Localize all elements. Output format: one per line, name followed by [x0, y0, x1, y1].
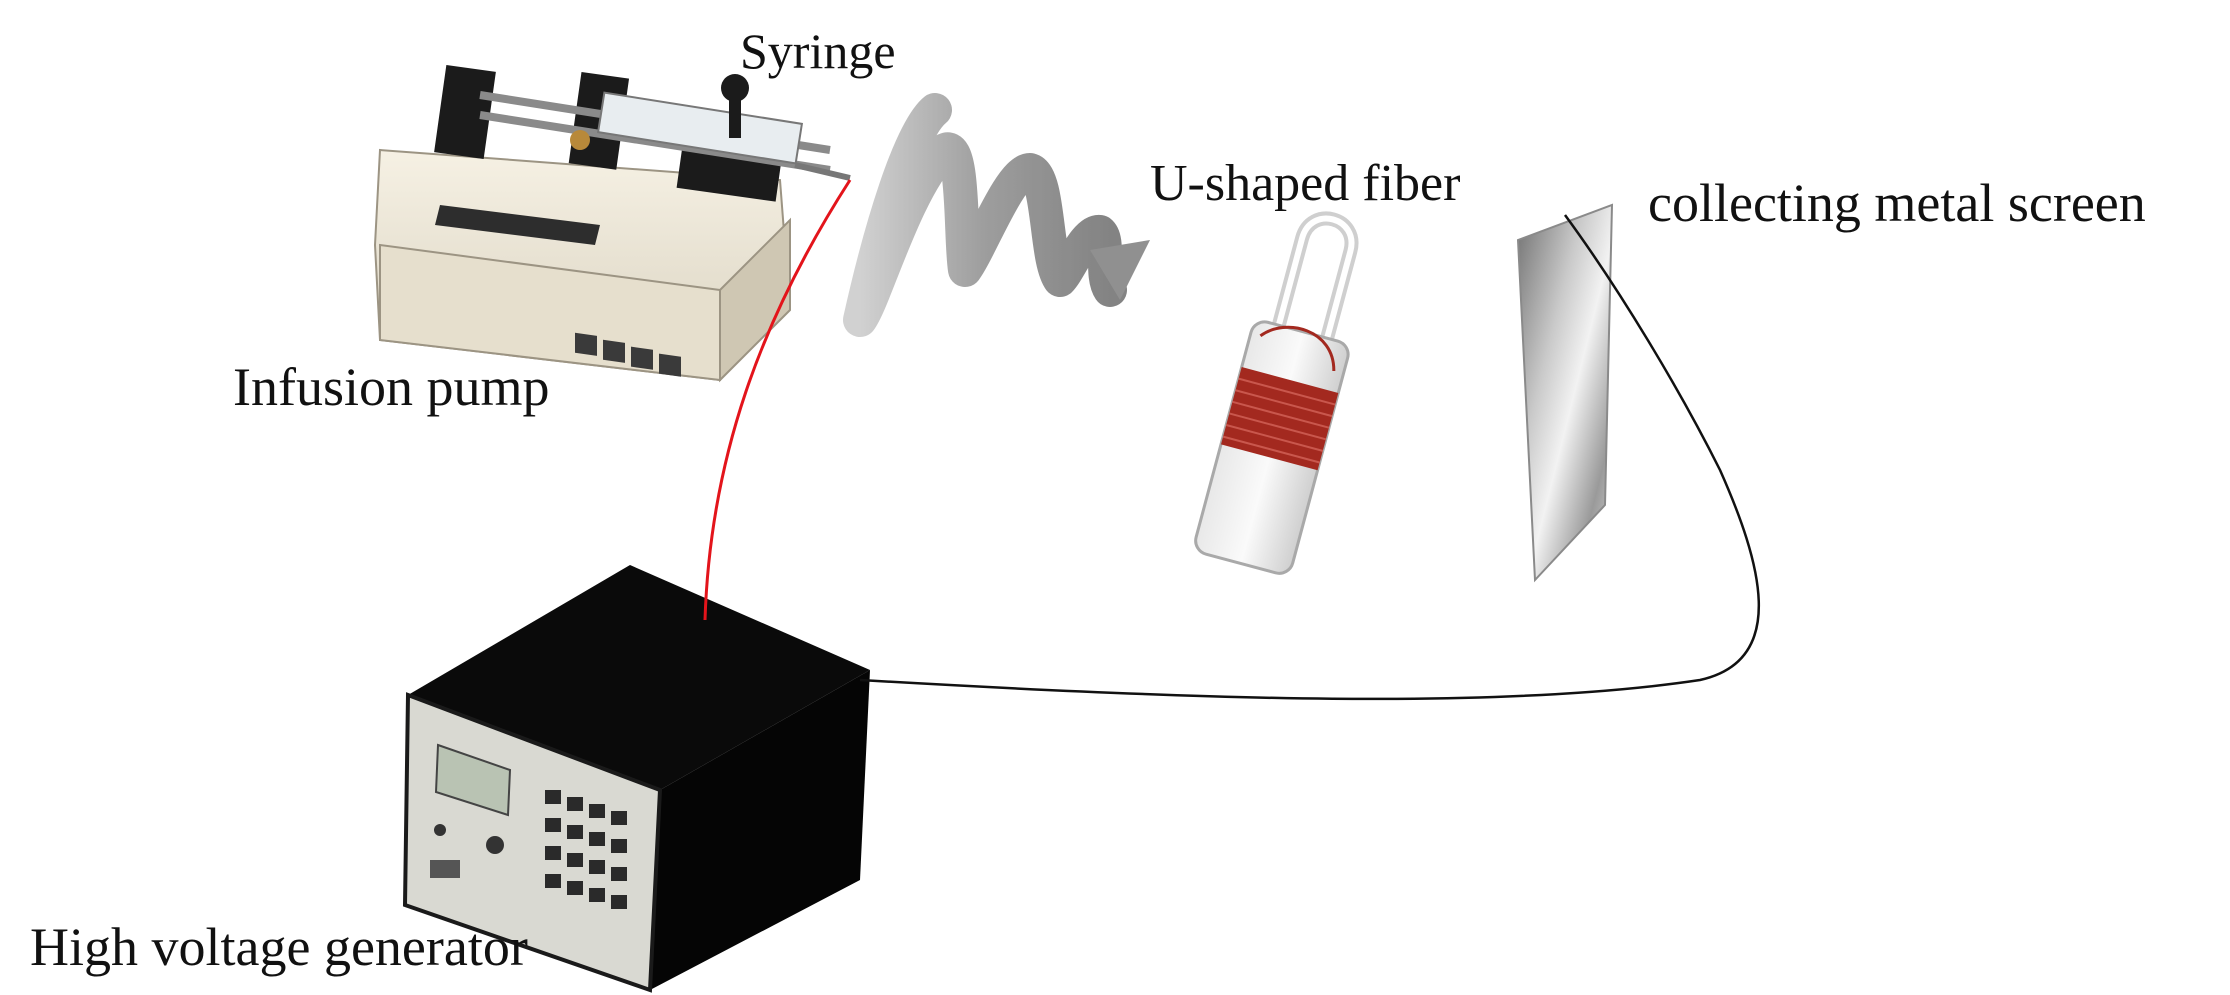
u-shaped-fiber-label: U-shaped fiber: [1150, 155, 1461, 212]
collecting-screen-label: collecting metal screen: [1648, 173, 2146, 233]
infusion-pump-label: Infusion pump: [233, 357, 550, 417]
u-shaped-fiber-icon: [1194, 211, 1359, 575]
positive-wire: [703, 179, 852, 621]
infusion-pump-icon: [373, 64, 851, 383]
high-voltage-generator-label: High voltage generator: [30, 917, 528, 977]
high-voltage-generator-icon: [402, 565, 870, 993]
ground-wire: [859, 214, 1760, 701]
whipping-jet-icon: [843, 93, 1150, 337]
metal-screen-icon: [1516, 203, 1614, 583]
syringe-label: Syringe: [740, 23, 896, 79]
